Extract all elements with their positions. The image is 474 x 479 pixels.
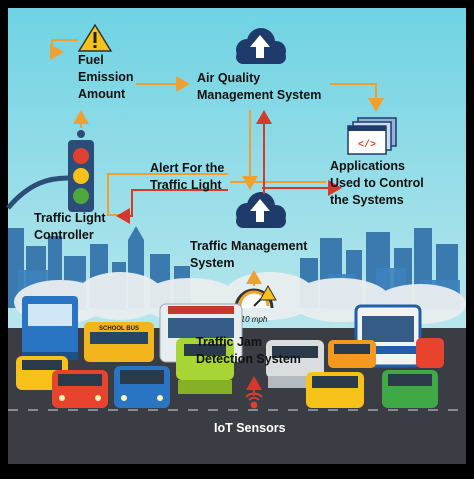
arrow-alert-to-controller — [116, 189, 228, 224]
code-window-icon: </> — [347, 117, 397, 155]
arrow-air-to-applications — [330, 83, 384, 112]
cloud-upload-icon — [236, 192, 286, 228]
controller-line-2: Controller — [34, 228, 94, 242]
controller-line-1: Traffic Light — [34, 211, 106, 225]
car-yellow-right — [306, 372, 364, 408]
svg-text:SCHOOL BUS: SCHOOL BUS — [99, 326, 139, 332]
svg-text:</>: </> — [358, 139, 376, 151]
air-quality-label: Air Quality Management System — [197, 70, 321, 104]
traffic-management-line-2: System — [190, 256, 235, 270]
speedometer-icon: 10 mph — [234, 284, 277, 324]
air-quality-line-2: Management System — [197, 88, 322, 102]
cloud-upload-icon — [236, 28, 286, 64]
arrow-warning-to-fuel — [50, 39, 78, 60]
car-red — [52, 370, 108, 408]
car-green-center — [176, 338, 234, 394]
car-red-right — [416, 338, 444, 368]
traffic-jam-line-1: Traffic Jam — [196, 335, 263, 349]
alert-line-2: Traffic Light — [150, 178, 222, 192]
alert-line-1: Alert For the — [150, 161, 225, 175]
iot-sensors-label: IoT Sensors — [214, 420, 286, 437]
fuel-emission-line-1: Fuel — [78, 53, 104, 67]
traffic-light-controller-label: Traffic Light Controller — [34, 210, 106, 244]
car-green-right — [382, 370, 438, 408]
traffic-light-icon — [6, 130, 94, 212]
iot-sensors-text: IoT Sensors — [214, 421, 286, 435]
traffic-management-line-1: Traffic Management — [190, 239, 308, 253]
arrow-alert-line — [107, 173, 228, 216]
traffic-management-label: Traffic Management System — [190, 238, 307, 272]
school-bus: SCHOOL BUS — [84, 322, 154, 362]
svg-text:10 mph: 10 mph — [241, 315, 268, 324]
bus-right — [354, 304, 422, 368]
car-orange — [328, 340, 376, 368]
applications-line-3: the Systems — [330, 193, 404, 207]
traffic-jam-line-2: Detection System — [196, 352, 301, 366]
applications-label: Applications Used to Control the Systems — [330, 158, 424, 209]
fuel-emission-label: Fuel Emission Amount — [78, 52, 134, 103]
car-blue — [114, 366, 170, 408]
applications-line-2: Used to Control — [330, 176, 424, 190]
air-quality-line-1: Air Quality — [197, 71, 261, 85]
alert-label: Alert For the Traffic Light — [150, 160, 224, 194]
warning-icon — [77, 23, 113, 52]
fuel-emission-line-2: Emission — [78, 70, 134, 84]
traffic-jam-label: Traffic Jam Detection System — [196, 334, 301, 368]
truck-blue — [22, 296, 78, 360]
applications-line-1: Applications — [330, 159, 406, 173]
fuel-emission-line-3: Amount — [78, 87, 126, 101]
flow-arrows — [50, 39, 384, 396]
